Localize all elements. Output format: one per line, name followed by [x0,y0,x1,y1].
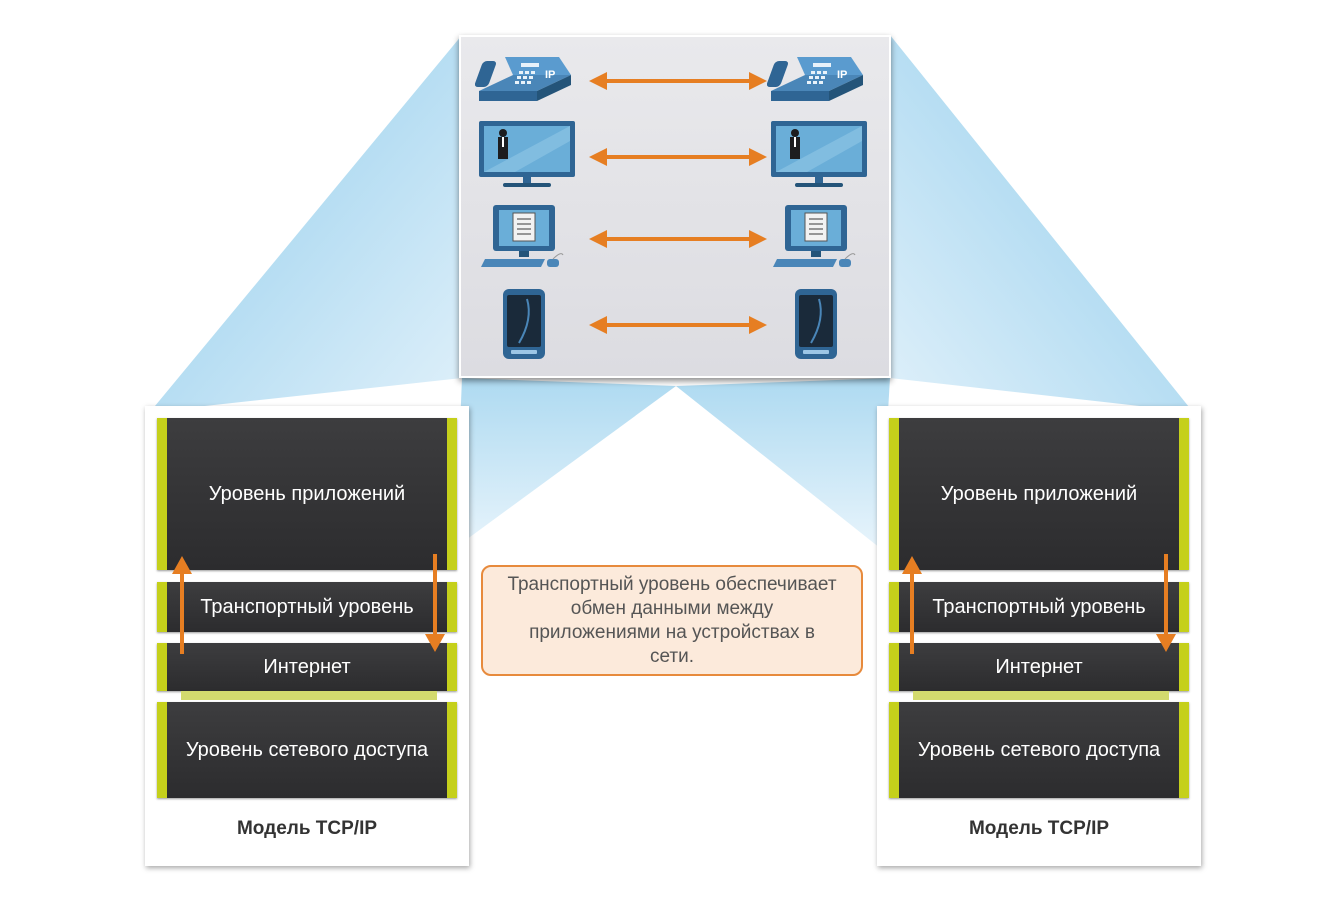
model-caption: Модель TCP/IP [236,818,378,839]
tcpip-model-left: Уровень приложений Транспортный уровень … [145,406,469,866]
layer-separator [913,691,1169,700]
desktop-computer-icon [773,205,856,267]
network-access-layer: Уровень сетевого доступа [889,702,1189,798]
left-beam [150,35,462,412]
device-panel: IP IP [459,35,891,378]
device-row-ip-phone: IP IP [461,45,893,115]
ip-phone-icon: IP [475,57,571,101]
svg-text:IP: IP [545,69,555,81]
application-layer: Уровень приложений [889,418,1189,570]
desktop-computer-icon [481,205,564,267]
svg-text:IP: IP [837,69,847,81]
center-beam-left [455,378,676,548]
video-monitor-icon [771,121,867,187]
internet-layer: Интернет [157,643,457,691]
application-layer: Уровень приложений [157,418,457,570]
bidirectional-arrow-icon [589,148,767,166]
bidirectional-arrow-icon [589,230,767,248]
tcpip-model-right: Уровень приложений Транспортный уровень … [877,406,1201,866]
transport-layer: Транспортный уровень [889,582,1189,632]
smartphone-icon [503,289,545,359]
transport-layer-label: Транспортный уровень [200,595,414,618]
device-row-video-monitor [461,121,893,191]
network-access-layer-label: Уровень сетевого доступа [185,738,429,761]
application-layer-label: Уровень приложений [208,482,406,505]
bidirectional-arrow-icon [589,72,767,90]
right-beam [890,35,1193,412]
smartphone-icon [795,289,837,359]
ip-phone-icon: IP [767,57,863,101]
transport-layer: Транспортный уровень [157,582,457,632]
device-row-smartphone [461,289,893,359]
internet-layer: Интернет [889,643,1189,691]
internet-layer-label: Интернет [995,655,1083,678]
device-row-desktop-computer [461,203,893,273]
internet-layer-label: Интернет [263,655,351,678]
application-layer-label: Уровень приложений [940,482,1138,505]
callout-text: Транспортный уровень обеспечивает обмен … [507,573,837,667]
bidirectional-arrow-icon [589,316,767,334]
layer-separator [181,691,437,700]
center-beam-right [676,378,890,548]
transport-layer-label: Транспортный уровень [932,595,1146,618]
video-monitor-icon [479,121,575,187]
transport-layer-callout: Транспортный уровень обеспечивает обмен … [481,565,863,676]
network-access-layer: Уровень сетевого доступа [157,702,457,798]
model-caption: Модель TCP/IP [968,818,1110,839]
network-access-layer-label: Уровень сетевого доступа [917,738,1161,761]
